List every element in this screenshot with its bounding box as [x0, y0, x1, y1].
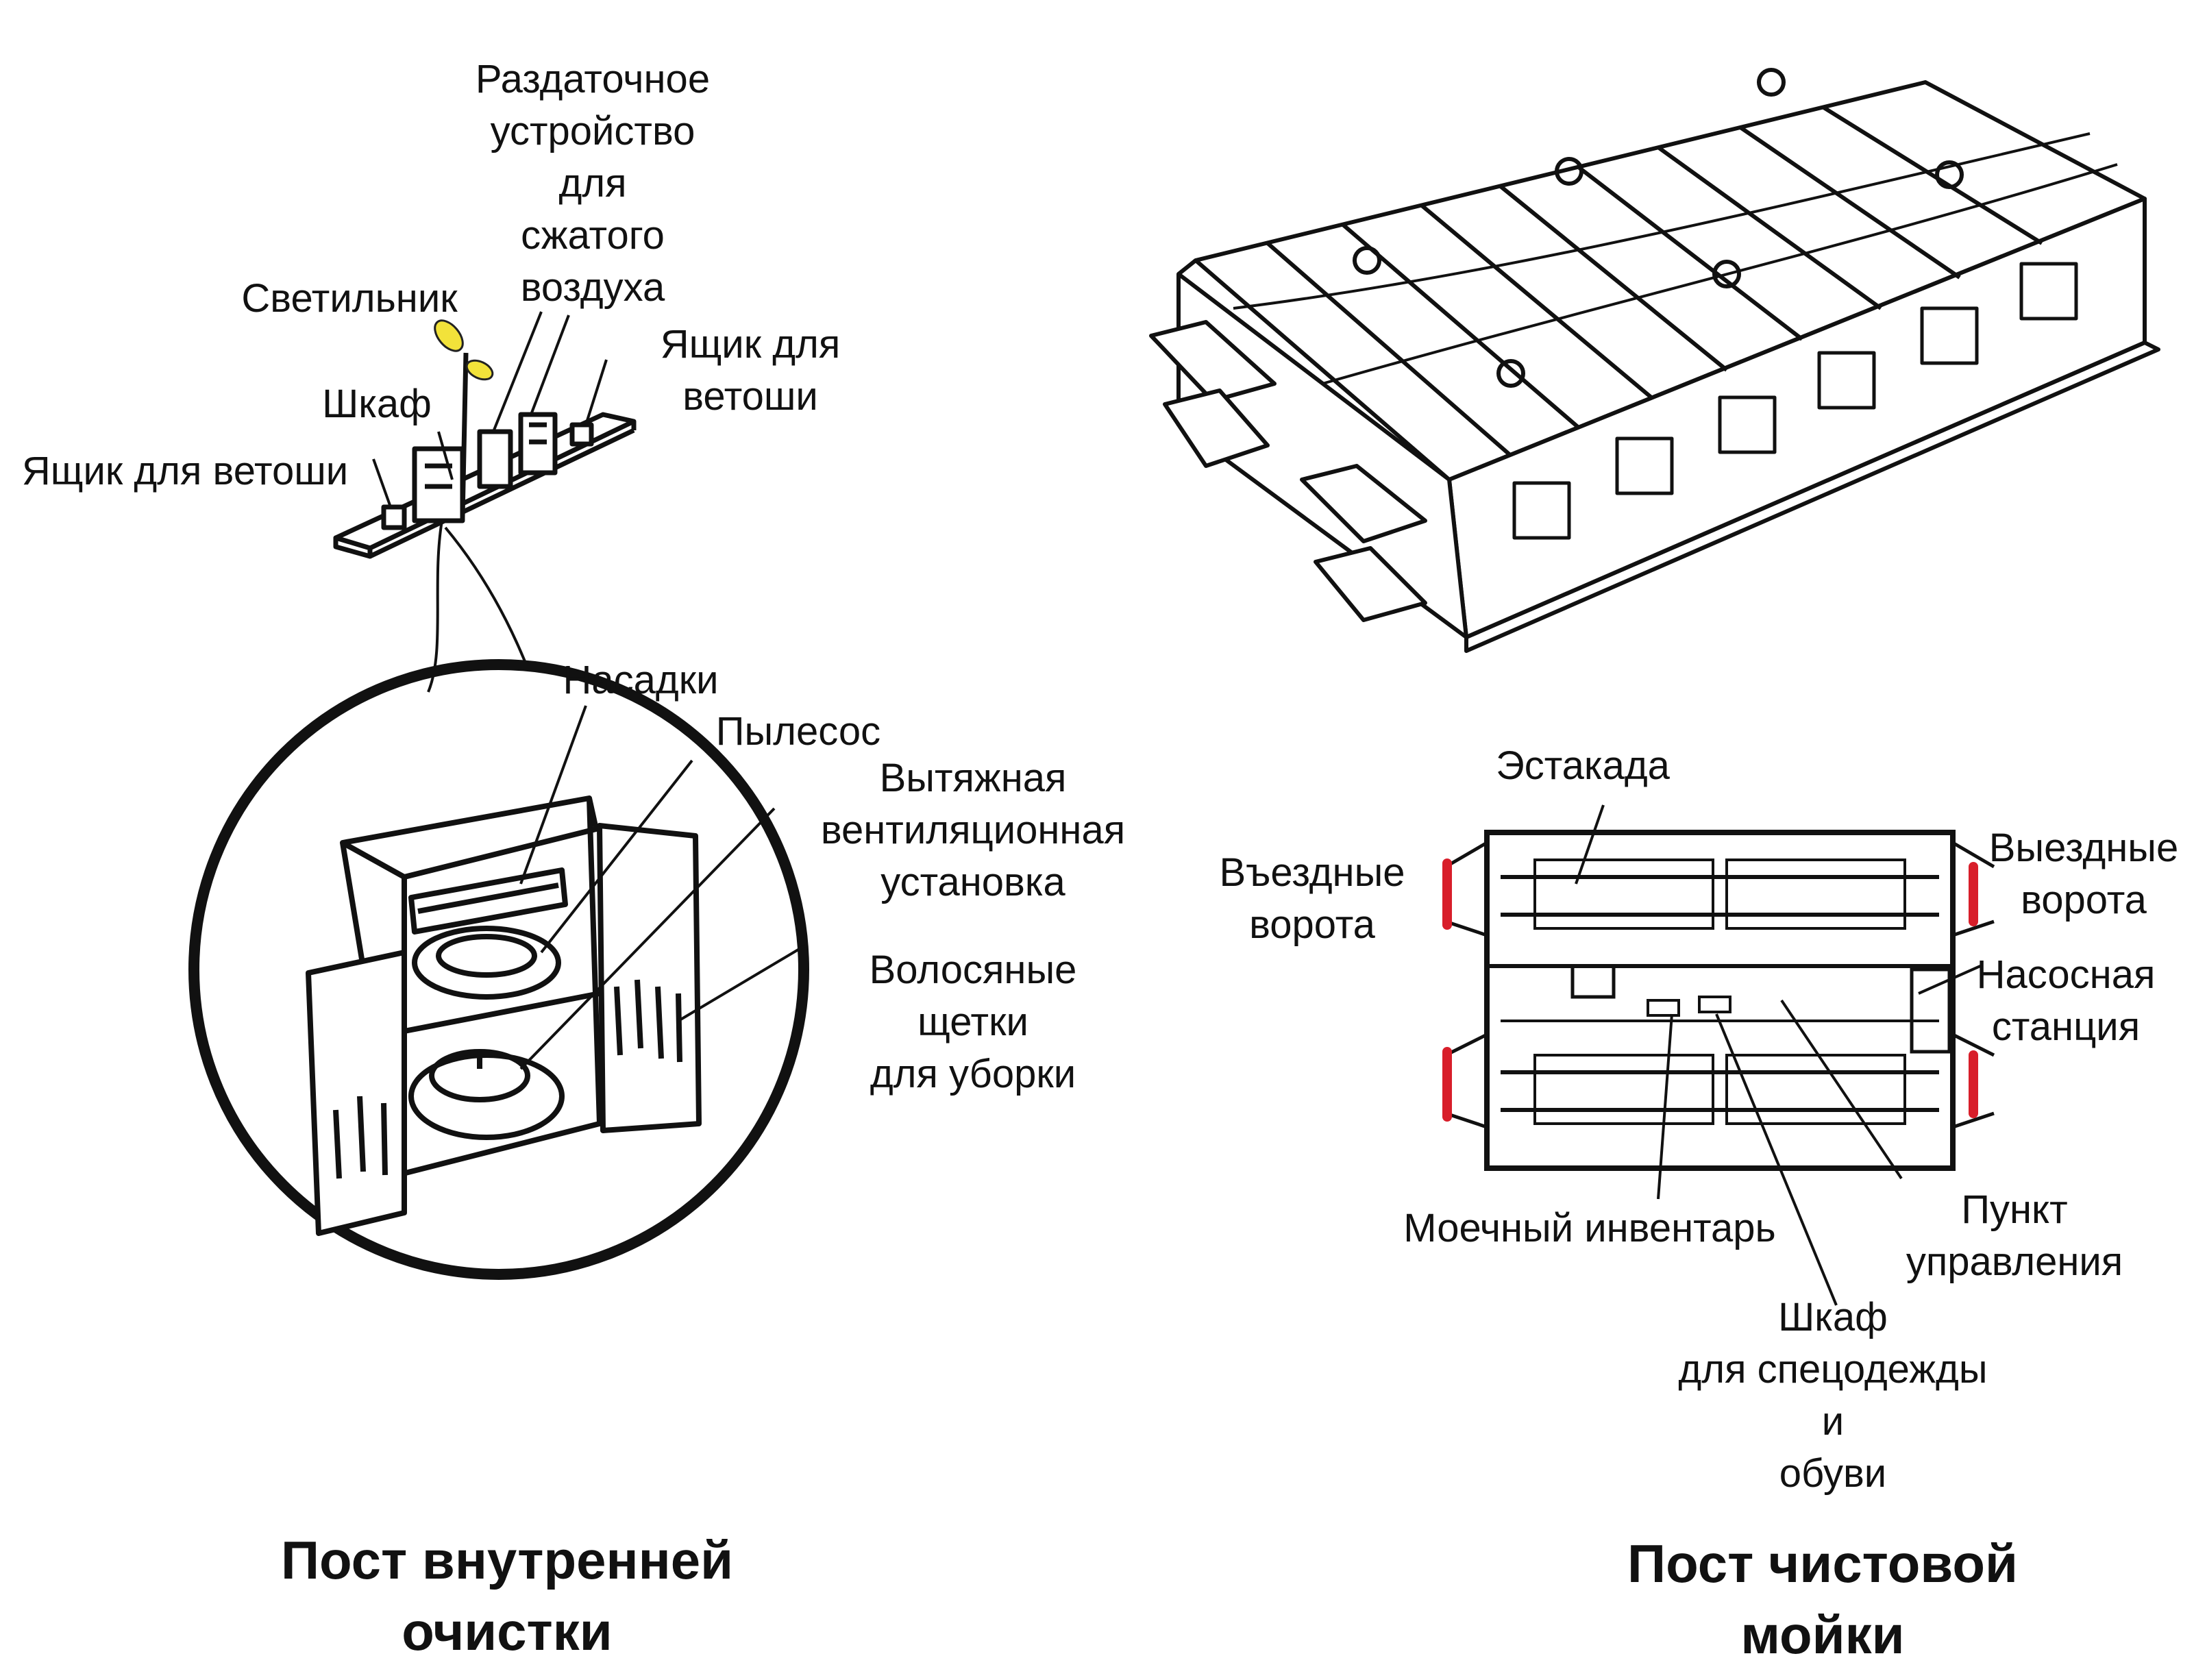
label-pump-station: Насосная станция: [1976, 952, 2156, 1049]
label-vacuum: Пылесос: [715, 709, 881, 754]
label-rag-box-right: Ящик для ветоши: [660, 322, 841, 419]
label-rag-box-left: Ящик для ветоши: [21, 449, 349, 493]
rag-box-left-icon: [381, 504, 407, 530]
leader-lines-left-bottom: [519, 705, 806, 1070]
label-overpass: Эстакада: [1496, 743, 1670, 788]
title-final-wash-post: Пост чистовой мойки: [1627, 1533, 2018, 1665]
label-brushes: Волосяные щетки для уборки: [869, 948, 1077, 1096]
gate-markers: [1442, 858, 1978, 1122]
building-perspective: [1149, 68, 2160, 653]
title-cleaning-post: Пост внутренней очистки: [280, 1530, 734, 1662]
rag-box-right-icon: [569, 422, 594, 447]
lamp-icon: [434, 319, 464, 352]
label-nozzles: Насадки: [563, 658, 719, 702]
leader-lines-plan: [1575, 804, 1981, 1306]
label-control-point: Пункт управления: [1906, 1187, 2123, 1284]
air-unit-1-icon: [477, 429, 513, 489]
label-lamp: Светильник: [241, 276, 458, 321]
label-compressed-air: Раздаточное устройство для сжатого возду…: [475, 57, 711, 310]
label-ventilation: Вытяжная вентиляционная установка: [820, 756, 1126, 904]
magnifier-circle: [188, 659, 809, 1280]
cleaning-post-platform: [333, 352, 637, 559]
label-entry-gates: Въездные ворота: [1219, 850, 1405, 947]
cabinet-detail: [306, 795, 702, 1236]
label-cabinet: Шкаф: [322, 382, 432, 426]
label-wardrobe: Шкаф для спецодежды и обуви: [1678, 1295, 1988, 1496]
floor-plan: [1444, 830, 1995, 1171]
lamp-pole: [460, 352, 469, 518]
label-exit-gates: Выездные ворота: [1988, 826, 2179, 922]
label-washing-equipment: Моечный инвентарь: [1403, 1206, 1776, 1250]
